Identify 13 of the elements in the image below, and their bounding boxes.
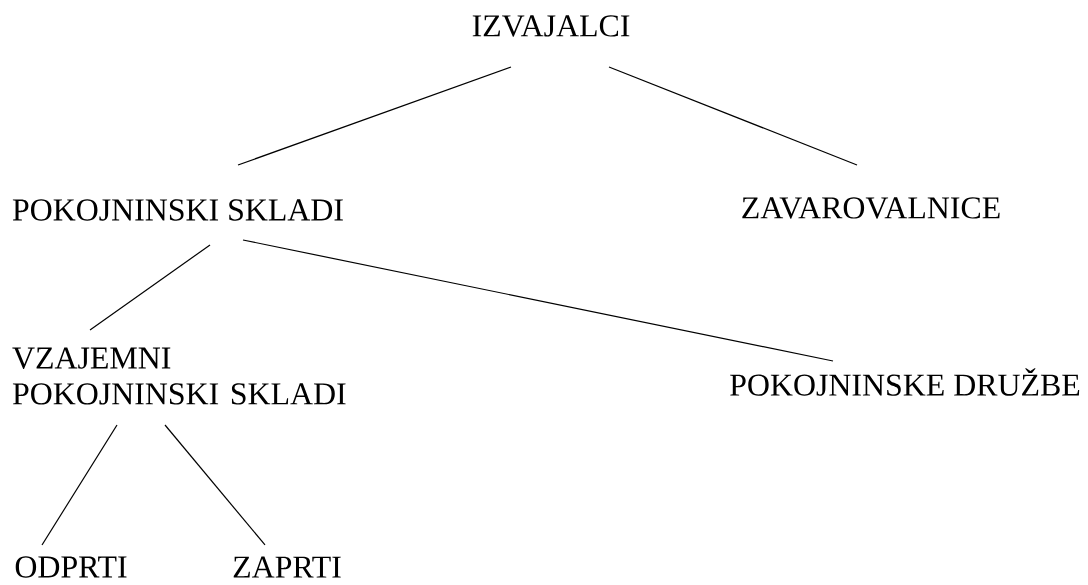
connector-line [608,66,858,166]
node-label: ZAPRTI [233,556,341,578]
connector-line [242,239,834,362]
node-label: VZAJEMNI POKOJNINSKI SKLADI [12,347,346,405]
connector-line [89,244,211,331]
node-label: ZAVAROVALNICE [742,197,1000,219]
node-label: ODPRTI [15,556,127,578]
node-label: POKOJNINSKE DRUŽBE [730,368,1080,396]
node-label: POKOJNINSKI SKLADI [12,199,343,221]
node-label: IZVAJALCI [472,15,630,37]
connector-line [41,424,118,546]
connector-line [237,66,512,166]
connector-line [164,424,266,546]
